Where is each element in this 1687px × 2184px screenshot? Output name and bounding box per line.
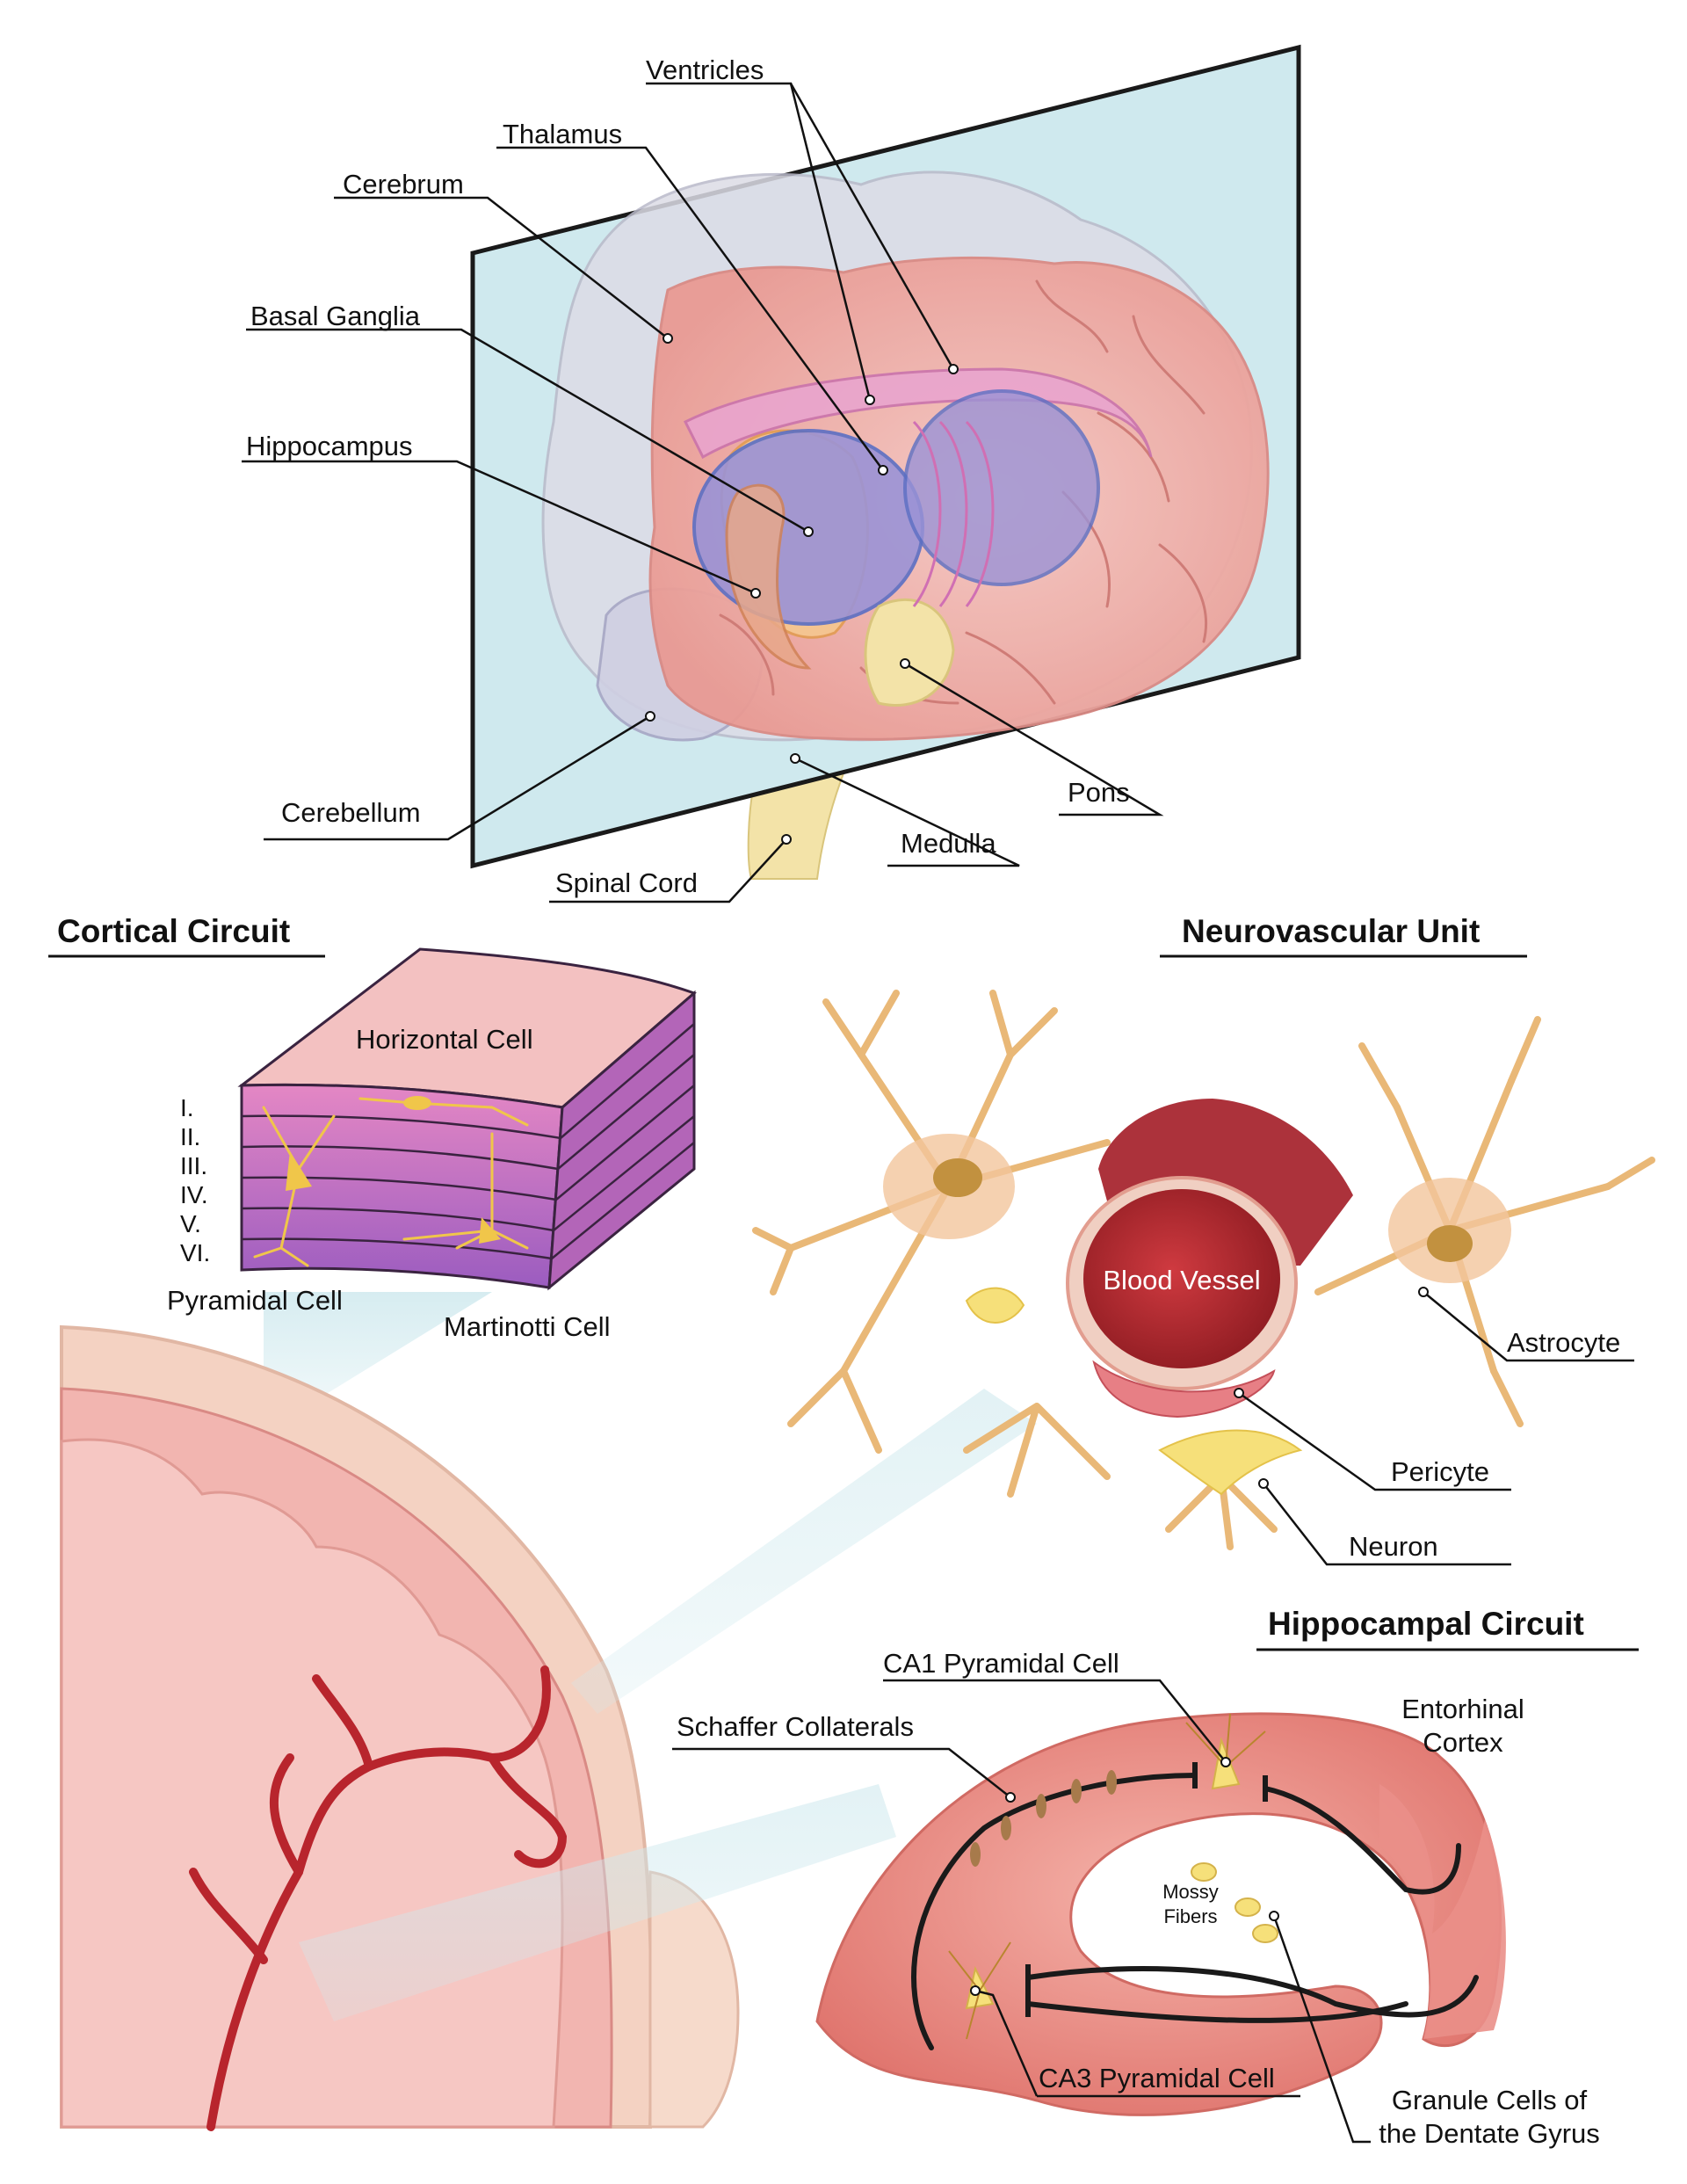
ventricles-shape [683, 367, 1153, 460]
layer-vi-label: VI. [180, 1239, 210, 1266]
thalamus-stripes [912, 420, 995, 607]
neurovascular-title: Neurovascular Unit [1182, 913, 1480, 949]
label-ca1: CA1 Pyramidal Cell [883, 1648, 1119, 1679]
label-blood-vessel: Blood Vessel [1103, 1265, 1260, 1295]
astrocyte-nucleus-left [933, 1158, 982, 1197]
hippocampal-zoom-beam [299, 1784, 896, 2021]
label-basal-ganglia: Basal Ganglia [250, 301, 421, 331]
layer-iv-label: IV. [180, 1181, 208, 1208]
pericyte-shape [1092, 1360, 1276, 1419]
hippocampal-leader-lines [672, 1679, 1371, 2144]
cortical-cell-bodies [286, 1096, 501, 1244]
brain-slice-panel [60, 1324, 1037, 2131]
label-cerebellum: Cerebellum [281, 797, 421, 828]
cortical-circuit-panel: Cortical Circuit Horizontal Cell [48, 913, 697, 1397]
brain-leader-dots [645, 333, 959, 845]
label-entorhinal-2: Cortex [1423, 1727, 1503, 1758]
hippocampus-body [815, 1712, 1502, 2116]
layer-v-label: V. [180, 1210, 201, 1237]
label-pyramidal-cell: Pyramidal Cell [167, 1285, 343, 1316]
label-cerebrum: Cerebrum [343, 169, 464, 200]
hippocampal-title: Hippocampal Circuit [1268, 1606, 1584, 1642]
hippocampal-leader-dots [970, 1757, 1279, 1996]
label-horizontal-cell: Horizontal Cell [356, 1024, 533, 1055]
label-medulla: Medulla [901, 828, 996, 859]
entorhinal-cortex-body [1379, 1784, 1506, 2039]
layer-iii-label: III. [180, 1152, 207, 1179]
schaffer-collateral-marks [970, 1770, 1117, 1867]
neurovascular-leader-dots [1234, 1287, 1429, 1489]
label-ca3: CA3 Pyramidal Cell [1039, 2063, 1275, 2093]
label-astrocyte: Astrocyte [1507, 1327, 1620, 1358]
label-neuron: Neuron [1349, 1531, 1438, 1562]
layer-ii-label: II. [180, 1123, 200, 1150]
label-mossy-1: Mossy [1162, 1881, 1219, 1903]
label-hippocampus: Hippocampus [246, 431, 413, 461]
label-granule-2: the Dentate Gyrus [1379, 2118, 1600, 2149]
neurovascular-leader-lines [1238, 1291, 1634, 1566]
label-granule-1: Granule Cells of [1392, 2085, 1588, 2115]
blood-vessel-lumen [1083, 1189, 1280, 1368]
label-entorhinal-1: Entorhinal [1401, 1694, 1524, 1724]
layer-i-label: I. [180, 1094, 194, 1121]
cortical-block-side [547, 990, 696, 1291]
cortical-layer-numerals: I. II. III. IV. V. VI. [180, 1094, 210, 1266]
thalamus-disc-back [903, 389, 1100, 586]
cortical-zoom-beam [264, 1292, 492, 1397]
pathway-terminals [1025, 1762, 1268, 2017]
brain-leader-lines [242, 82, 1164, 903]
neurovascular-zoom-beam [571, 1389, 1037, 1714]
cortical-circuit-title: Cortical Circuit [57, 913, 290, 949]
label-mossy-2: Fibers [1163, 1905, 1217, 1927]
label-pericyte: Pericyte [1391, 1456, 1489, 1487]
hippocampus-shape [725, 483, 812, 670]
astrocyte-nucleus-right [1427, 1225, 1473, 1262]
label-schaffer-collaterals: Schaffer Collaterals [677, 1711, 914, 1742]
spinal-cord-shape [747, 773, 845, 880]
hippocampal-dendrites [948, 1713, 1266, 2040]
hippocampal-panel: Hippocampal Circuit [672, 1606, 1639, 2149]
neurovascular-panel: Neurovascular Unit Blood Vessel [752, 913, 1655, 1566]
label-spinal-cord: Spinal Cord [555, 867, 698, 898]
small-neuron-left [965, 1287, 1025, 1324]
brain-panel: Ventricles Thalamus Cerebrum Basal Gangl… [242, 44, 1301, 903]
label-pons: Pons [1068, 777, 1130, 808]
cortical-vessels [189, 1665, 568, 2131]
label-ventricles: Ventricles [646, 54, 764, 85]
label-thalamus: Thalamus [503, 119, 622, 149]
neuron-shape [1158, 1429, 1303, 1496]
label-martinotti-cell: Martinotti Cell [444, 1311, 611, 1342]
hippocampal-pathways [911, 1773, 1479, 2050]
